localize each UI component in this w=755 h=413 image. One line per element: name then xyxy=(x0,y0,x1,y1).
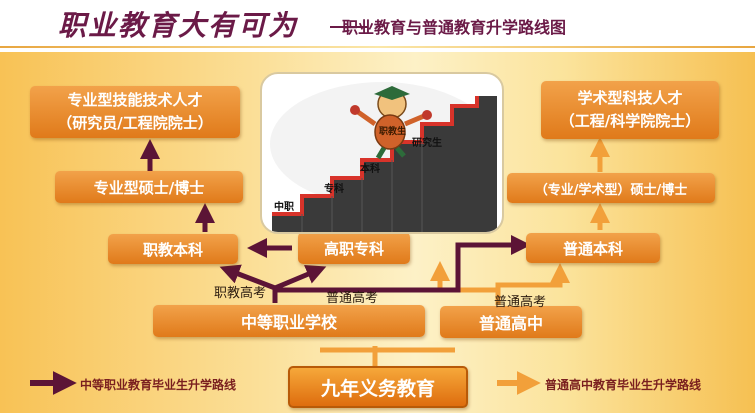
box-secondary-vocational: 中等职业学校 xyxy=(153,305,425,337)
label-general-exam-right: 普通高考 xyxy=(494,295,547,310)
arrow-high-to-bachelor xyxy=(495,263,570,305)
box-general-bachelor: 普通本科 xyxy=(526,233,660,263)
stair-label-bachelor: 本科 xyxy=(360,162,380,175)
page-title: 职业教育大有可为 xyxy=(58,9,299,42)
box-nine-year-education: 九年义务教育 xyxy=(288,366,468,408)
box-academic-talent: 学术型科技人才 （工程/科学院院士） xyxy=(541,81,719,139)
academic-talent-line2: （工程/科学院院士） xyxy=(559,112,701,130)
vocational-talent-line2: （研究员/工程院院士） xyxy=(57,114,213,132)
box-academic-master: （专业/学术型）硕士/博士 xyxy=(507,173,715,203)
title-divider xyxy=(0,46,755,48)
legend-general-text: 普通高中教育毕业生升学路线 xyxy=(545,378,702,392)
title-dash xyxy=(330,26,368,28)
staircase-illustration: 职教生 中职 专科 本科 研究生 xyxy=(260,72,504,234)
arrow-secondary-to-general-bachelor xyxy=(272,235,531,303)
figure-label: 职教生 xyxy=(379,125,406,137)
label-vocational-exam: 职教高考 xyxy=(214,286,267,301)
box-higher-vocational: 高职专科 xyxy=(298,232,410,264)
stair-label-college: 专科 xyxy=(324,182,344,195)
general-route-arrows xyxy=(320,137,610,368)
arrow-secondary-to-vocational-college xyxy=(272,265,327,303)
box-vocational-bachelor: 职教本科 xyxy=(108,234,238,264)
label-general-exam-left: 普通高考 xyxy=(326,291,379,306)
vocational-route-arrows xyxy=(140,139,531,303)
page-subtitle: 职业教育与普通教育升学路线图 xyxy=(342,18,567,37)
stair-label-secondary: 中职 xyxy=(274,200,294,213)
academic-talent-line1: 学术型科技人才 xyxy=(577,89,683,107)
legend-vocational-text: 中等职业教育毕业生升学路线 xyxy=(80,378,237,392)
box-general-high: 普通高中 xyxy=(440,306,582,338)
box-vocational-talent: 专业型技能技术人才 （研究员/工程院院士） xyxy=(30,86,240,138)
vocational-talent-line1: 专业型技能技术人才 xyxy=(67,91,203,109)
box-vocational-master: 专业型硕士/博士 xyxy=(55,171,243,203)
stair-label-graduate: 研究生 xyxy=(412,136,442,149)
staircase-drawing: 职教生 中职 专科 本科 研究生 xyxy=(270,82,497,232)
